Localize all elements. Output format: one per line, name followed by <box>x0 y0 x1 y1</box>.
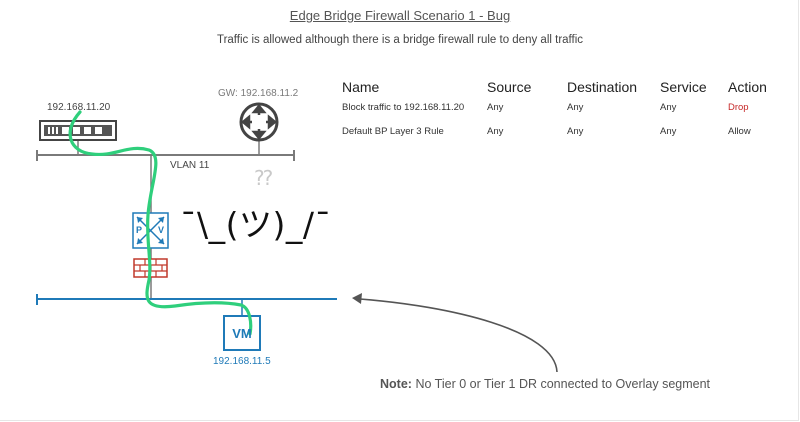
rule-service: Any <box>660 126 677 137</box>
table-row: Default BP Layer 3 Rule Any Any Any Allo… <box>340 126 788 150</box>
router-icon <box>239 102 279 142</box>
header-name: Name <box>342 79 380 95</box>
vlan-segment <box>36 150 295 161</box>
overlay-segment <box>36 294 337 305</box>
server-ip-label: 192.168.11.20 <box>47 102 111 113</box>
rule-source: Any <box>487 126 504 137</box>
question-marks: ?? <box>254 166 273 190</box>
table-header-row: Name Source Destination Service Action <box>340 78 788 102</box>
rule-service: Any <box>660 102 677 113</box>
table-row: Block traffic to 192.168.11.20 Any Any A… <box>340 102 788 126</box>
pv-v-letter: V <box>158 225 165 235</box>
gateway-label: GW: 192.168.11.2 <box>218 88 299 99</box>
rule-destination: Any <box>567 126 584 137</box>
header-source: Source <box>487 79 532 95</box>
vlan-label: VLAN 11 <box>170 160 210 171</box>
vm-ip-label: 192.168.11.5 <box>213 356 271 367</box>
pv-p-letter: P <box>136 225 143 235</box>
note-body: No Tier 0 or Tier 1 DR connected to Over… <box>415 377 711 391</box>
note-label: Note: <box>380 377 412 391</box>
vm-label: VM <box>232 325 252 341</box>
traffic-path <box>68 110 253 336</box>
header-destination: Destination <box>567 79 638 95</box>
rule-name: Default BP Layer 3 Rule <box>342 126 444 137</box>
header-action: Action <box>728 79 767 95</box>
rule-action-drop: Drop <box>728 102 749 113</box>
diagram-subtitle: Traffic is allowed although there is a b… <box>216 34 584 46</box>
rule-destination: Any <box>567 102 584 113</box>
note-text: Note: No Tier 0 or Tier 1 DR connected t… <box>380 377 710 391</box>
diagram-title: Edge Bridge Firewall Scenario 1 - Bug <box>289 8 511 23</box>
bridge-pv-icon <box>132 212 169 249</box>
arrow-icon <box>352 293 558 373</box>
server-icon <box>39 120 117 141</box>
rule-action-allow: Allow <box>728 126 751 137</box>
firewall-rules-table: Name Source Destination Service Action B… <box>340 78 788 150</box>
shrug-emoticon: ¯\_(ツ)_/¯ <box>180 205 332 244</box>
rule-name: Block traffic to 192.168.11.20 <box>342 102 465 113</box>
vm-icon <box>223 315 261 351</box>
rule-source: Any <box>487 102 504 113</box>
header-service: Service <box>660 79 707 95</box>
